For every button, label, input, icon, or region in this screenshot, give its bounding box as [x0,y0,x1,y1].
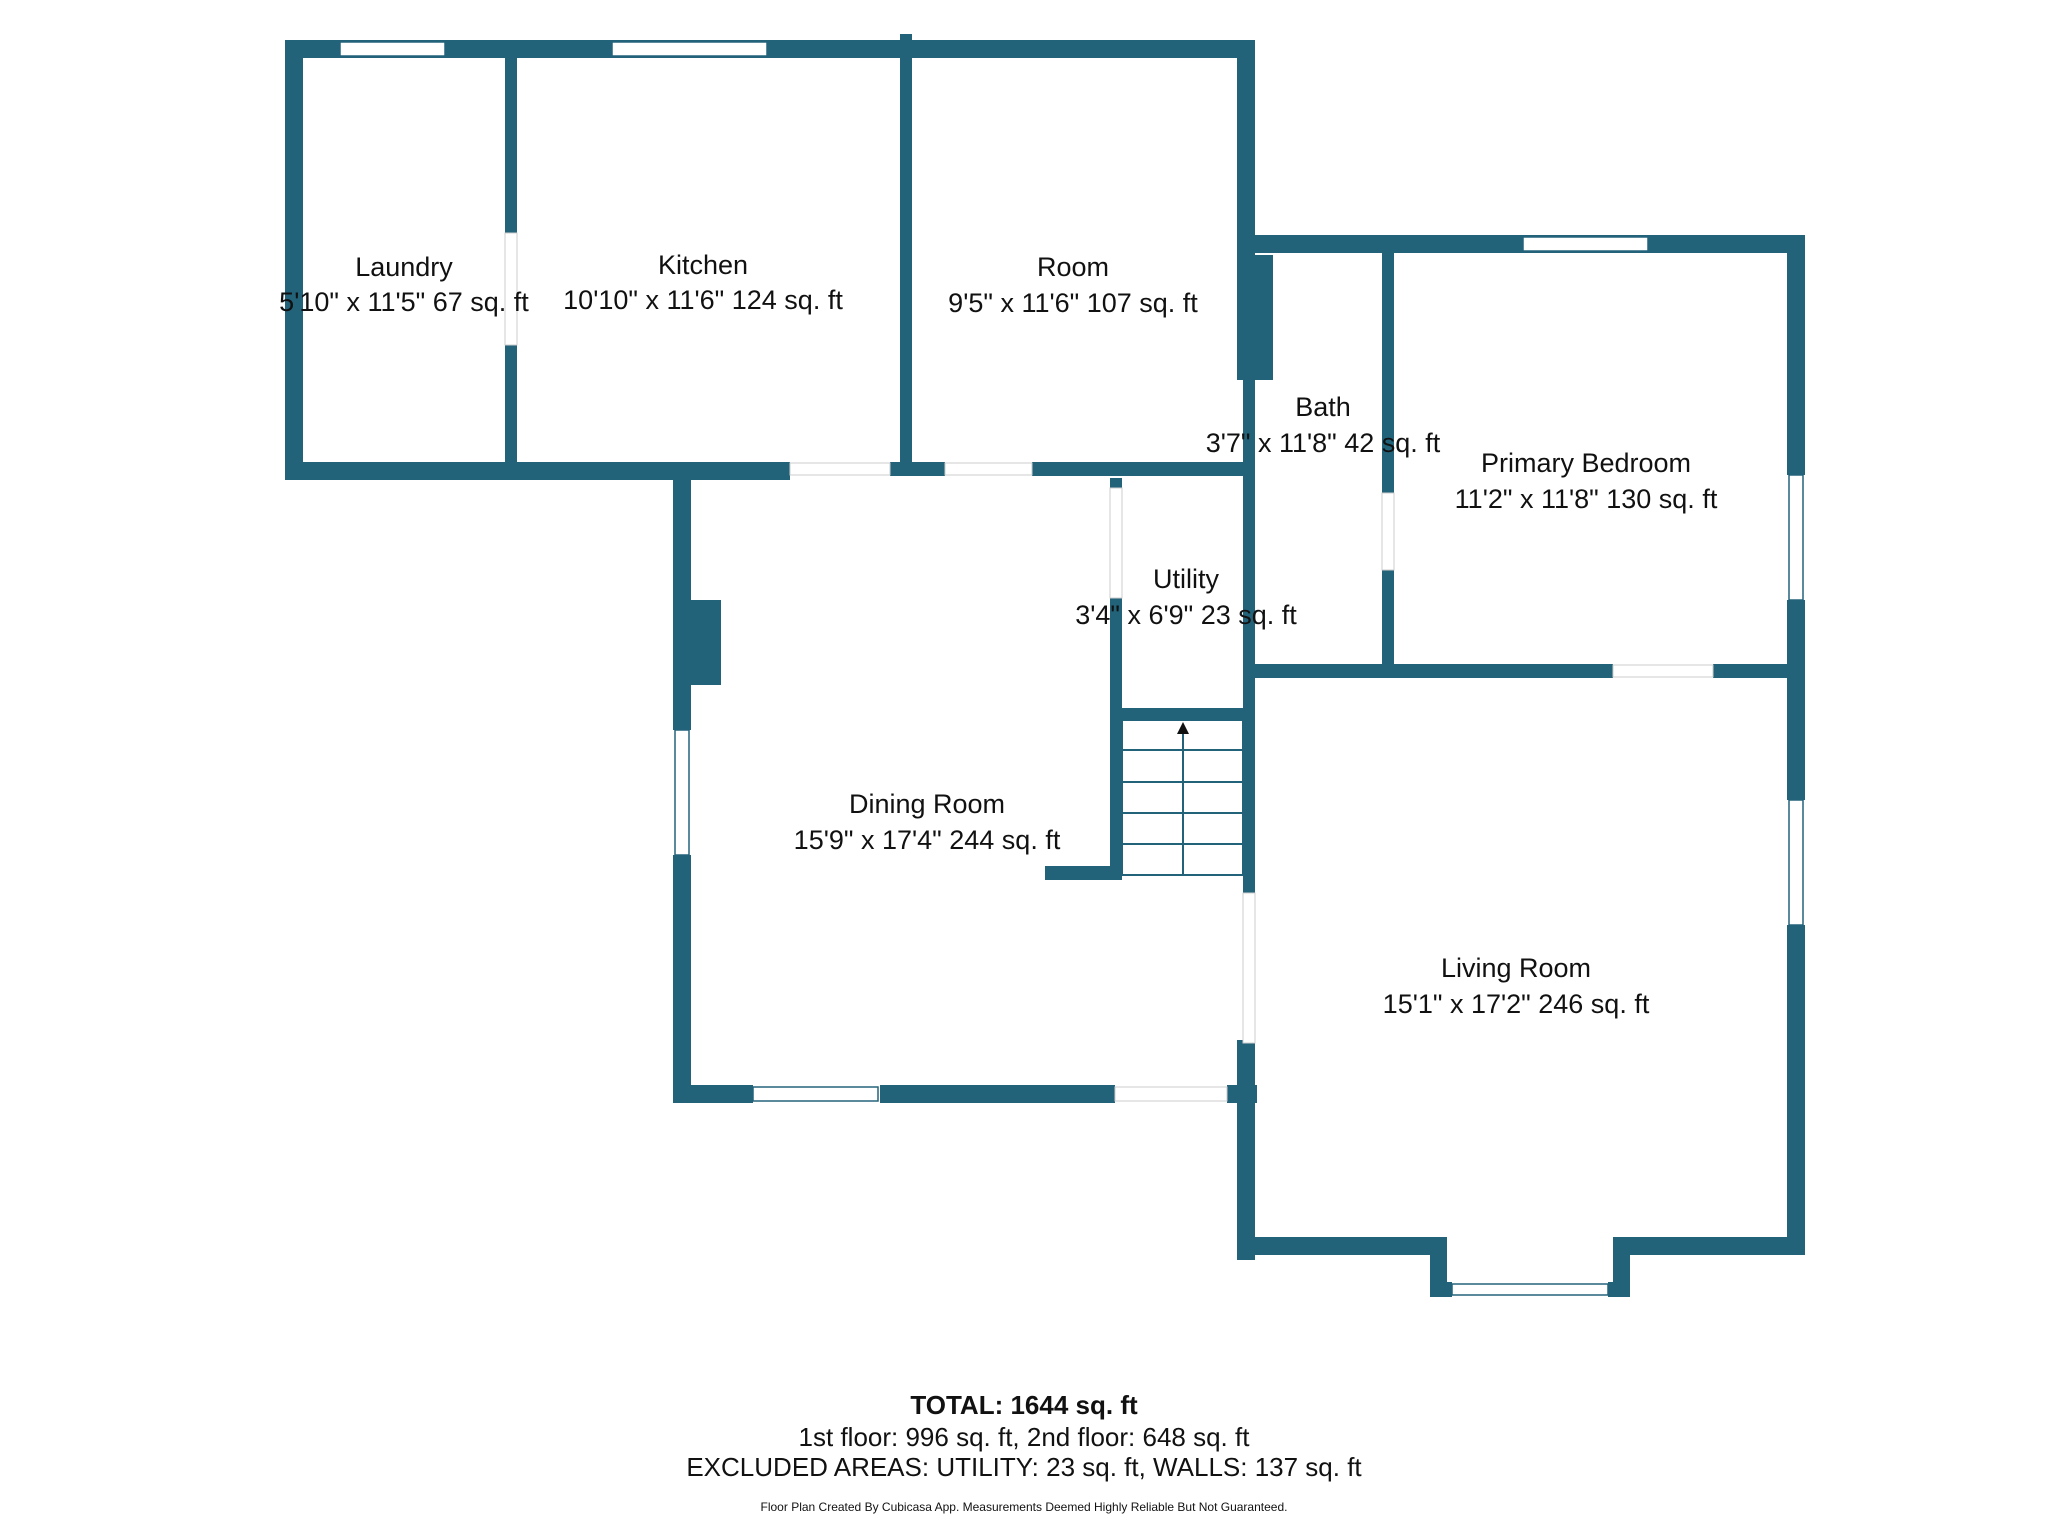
kitchen-name: Kitchen [658,250,748,280]
window [339,41,446,57]
wall [1787,600,1805,800]
laundry-name: Laundry [355,252,453,282]
excluded-areas: EXCLUDED AREAS: UTILITY: 23 sq. ft, WALL… [686,1452,1362,1482]
wall [1045,866,1122,880]
wall [1608,1282,1630,1297]
utility-dims: 3'4" x 6'9" 23 sq. ft [1075,600,1297,630]
primary-bedroom-dims: 11'2" x 11'8" 130 sq. ft [1455,484,1718,514]
floor-areas: 1st floor: 996 sq. ft, 2nd floor: 648 sq… [798,1422,1250,1452]
wall [1613,1237,1805,1255]
primary-bedroom-name: Primary Bedroom [1481,448,1691,478]
wall [1382,570,1394,670]
dining-room-dims: 15'9" x 17'4" 244 sq. ft [794,825,1061,855]
wall [1787,235,1805,475]
window [752,1086,879,1102]
openings [504,232,1714,1102]
window [1788,474,1804,601]
wall [1032,462,1250,476]
wall [673,1085,753,1103]
wall [1787,925,1805,1255]
door-opening [1109,487,1123,599]
kitchen-dims: 10'10" x 11'6" 124 sq. ft [563,285,843,315]
window [674,729,690,856]
window [611,41,768,57]
door-opening [1381,492,1395,571]
wall [1237,1040,1255,1260]
living-room-name: Living Room [1441,953,1591,983]
wall [1713,664,1805,678]
wall [1382,253,1394,493]
wall [900,34,912,474]
stair-arrow-icon [1177,722,1189,734]
dining-room-name: Dining Room [849,789,1005,819]
wall [1237,40,1255,255]
room-dims: 9'5" x 11'6" 107 sq. ft [948,288,1198,318]
wall [1430,1282,1452,1297]
wall [285,462,790,480]
door-opening [504,232,518,346]
wall [673,472,691,730]
laundry-dims: 5'10" x 11'5" 67 sq. ft [279,287,529,317]
window [1788,799,1804,926]
wall [673,855,691,1103]
bath-name: Bath [1295,392,1351,422]
living-room-dims: 15'1" x 17'2" 246 sq. ft [1383,989,1650,1019]
wall [505,58,517,233]
door-opening [1242,892,1256,1044]
door-opening [1612,664,1714,678]
labels: Laundry 5'10" x 11'5" 67 sq. ft Kitchen … [279,250,1718,1019]
chimney [691,600,721,685]
stairs [1121,719,1244,876]
wall [1110,708,1245,720]
room-name: Room [1037,252,1109,282]
utility-name: Utility [1153,564,1219,594]
wall [1243,253,1255,893]
wall [890,462,945,476]
bath-dims: 3'7" x 11'8" 42 sq. ft [1206,428,1441,458]
total-area: TOTAL: 1644 sq. ft [910,1390,1138,1420]
window [1522,236,1649,252]
door-opening [789,462,891,476]
wall [505,345,517,470]
door-opening [1114,1086,1228,1102]
windows [339,41,1804,1296]
credit-note: Floor Plan Created By Cubicasa App. Meas… [760,1500,1288,1514]
wall [285,40,303,480]
wall [880,1085,1115,1103]
door-opening [944,462,1033,476]
wall [285,40,1255,58]
wall [1237,1237,1447,1255]
wall [1243,664,1613,678]
window [1451,1283,1609,1296]
walls [285,34,1805,1297]
